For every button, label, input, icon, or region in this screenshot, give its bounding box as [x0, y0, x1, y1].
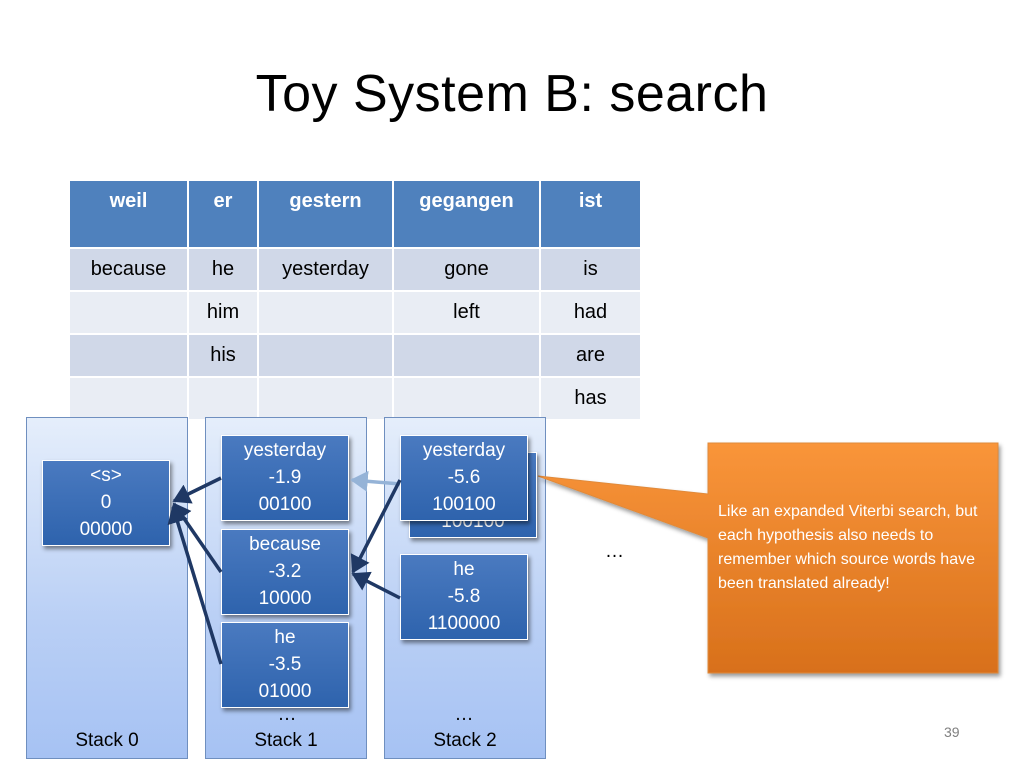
- table-cell: is: [539, 247, 642, 292]
- stack-label: Stack 2: [433, 730, 497, 751]
- hypothesis-score: 0: [100, 492, 112, 513]
- hypothesis-coverage: 100100: [432, 494, 496, 515]
- table-cell: [68, 376, 189, 421]
- stack-label: Stack 1: [254, 730, 318, 751]
- hypothesis-word: he: [453, 559, 475, 580]
- table-cell: [68, 333, 189, 378]
- hypothesis-box: yesterday -1.9 00100: [221, 435, 349, 521]
- table-row: his are: [68, 333, 642, 378]
- table-cell: his: [187, 333, 259, 378]
- callout-text: Like an expanded Viterbi search, but eac…: [718, 503, 978, 592]
- table-row: has: [68, 376, 642, 421]
- stack-label: Stack 0: [75, 730, 139, 751]
- table-header-cell: gegangen: [392, 179, 541, 249]
- hypothesis-score: -3.2: [268, 561, 302, 582]
- hypothesis-box-start: <s> 0 00000: [42, 460, 170, 546]
- table-cell: [68, 290, 189, 335]
- table-header-cell: weil: [68, 179, 189, 249]
- hypothesis-box: because -3.2 10000: [221, 529, 349, 615]
- table-row: because he yesterday gone is: [68, 247, 642, 292]
- hypothesis-word: <s>: [90, 465, 122, 486]
- backpointer-arrow: [172, 476, 222, 504]
- hypothesis-score: -3.5: [268, 654, 302, 675]
- table-cell: yesterday: [257, 247, 394, 292]
- table-header-row: weil er gestern gegangen ist: [68, 179, 642, 249]
- table-cell: [392, 376, 541, 421]
- table-cell: [257, 290, 394, 335]
- table-cell: [257, 376, 394, 421]
- table-cell: [392, 333, 541, 378]
- hypothesis-box: yesterday -5.6 100100: [400, 435, 528, 521]
- table-cell: are: [539, 333, 642, 378]
- translation-options-table: weil er gestern gegangen ist because he …: [68, 179, 642, 421]
- table-cell: had: [539, 290, 642, 335]
- hypothesis-score: -5.6: [447, 467, 481, 488]
- hypothesis-word: because: [249, 534, 321, 555]
- hypothesis-word: he: [274, 627, 296, 648]
- hypothesis-word: yesterday: [422, 440, 506, 461]
- hypothesis-word: yesterday: [243, 440, 327, 461]
- backpointer-arrow: [350, 479, 402, 574]
- table-header-cell: er: [187, 179, 259, 249]
- slide-number: 39: [944, 724, 960, 740]
- callout-shape: [537, 442, 999, 674]
- table-cell: he: [187, 247, 259, 292]
- table-row: him left had: [68, 290, 642, 335]
- table-cell: [257, 333, 394, 378]
- slide-title: Toy System B: search: [255, 65, 769, 123]
- hypothesis-box: he -3.5 01000: [221, 622, 349, 708]
- table-cell: has: [539, 376, 642, 421]
- hypothesis-score: -5.8: [447, 586, 481, 607]
- hypothesis-coverage: 00000: [79, 519, 133, 540]
- stack-more-ellipsis: …: [454, 704, 474, 725]
- hypothesis-coverage: 10000: [258, 588, 312, 609]
- hypothesis-coverage: 00100: [258, 494, 312, 515]
- recombined-arrow: [350, 470, 401, 492]
- table-cell: because: [68, 247, 189, 292]
- stack-more-ellipsis: …: [277, 704, 297, 725]
- backpointer-arrow: [167, 505, 223, 665]
- table-header-cell: gestern: [257, 179, 394, 249]
- table-cell: left: [392, 290, 541, 335]
- hypothesis-coverage: 1100000: [427, 613, 501, 634]
- backpointer-arrow: [351, 571, 401, 600]
- table-cell: him: [187, 290, 259, 335]
- more-stacks-ellipsis: …: [605, 541, 624, 562]
- hypothesis-score: -1.9: [268, 467, 302, 488]
- table-cell: gone: [392, 247, 541, 292]
- hypothesis-box: he -5.8 1100000: [400, 554, 528, 640]
- table-header-cell: ist: [539, 179, 642, 249]
- hypothesis-coverage: 01000: [258, 681, 312, 702]
